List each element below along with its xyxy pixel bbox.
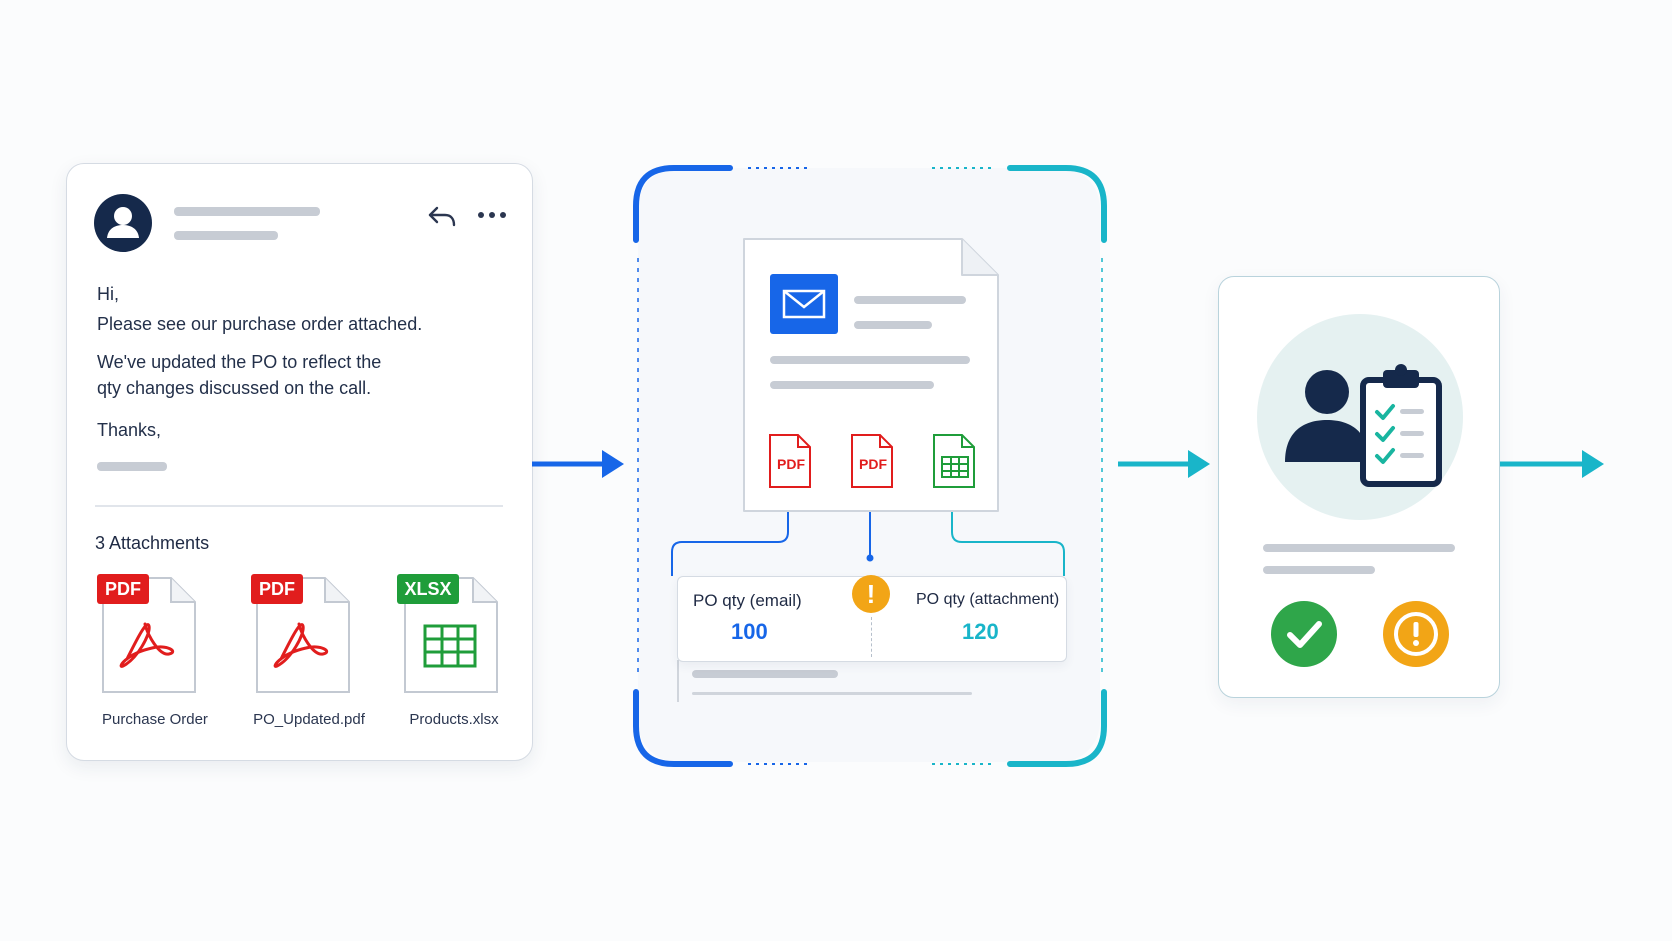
attachment-item[interactable]: XLSX <box>397 574 509 696</box>
review-text-placeholder <box>1263 566 1375 574</box>
parsed-document <box>743 238 999 512</box>
reply-icon[interactable] <box>427 204 457 228</box>
email-line-2a: We've updated the PO to reflect the <box>97 352 382 372</box>
sender-name-placeholder <box>174 207 320 216</box>
pdf-file-icon: PDF <box>777 456 805 472</box>
attachment-item[interactable]: PDF <box>97 574 207 696</box>
pdf-badge: PDF <box>251 574 303 604</box>
warning-flag-icon[interactable] <box>1383 601 1449 667</box>
sender-subject-placeholder <box>174 231 278 240</box>
review-card <box>1218 276 1500 698</box>
flow-arrow-icon <box>532 450 624 478</box>
divider <box>871 617 872 657</box>
xlsx-badge: XLSX <box>397 574 459 604</box>
approve-check-icon[interactable] <box>1271 601 1337 667</box>
sender-avatar-icon <box>94 194 152 252</box>
attachment-qty-value: 120 <box>962 619 999 644</box>
email-line-1: Please see our purchase order attached. <box>97 314 423 334</box>
flow-arrow-icon <box>1500 450 1604 478</box>
divider <box>95 505 503 507</box>
pdf-file-icon: PDF <box>859 456 887 472</box>
email-qty-value: 100 <box>731 619 768 644</box>
email-card: Hi, Please see our purchase order attach… <box>66 163 533 761</box>
signature-placeholder <box>97 462 167 471</box>
attachment-name: Purchase Order <box>102 711 208 728</box>
attachments-title: 3 Attachments <box>95 533 210 553</box>
email-line-2b: qty changes discussed on the call. <box>97 378 372 398</box>
flow-arrow-icon <box>1118 450 1210 478</box>
warning-icon: ! <box>852 575 890 613</box>
attachment-name: PO_Updated.pdf <box>253 711 365 728</box>
reviewer-clipboard-icon <box>1257 314 1463 520</box>
attachment-qty-label: PO qty (attachment) <box>916 591 1060 608</box>
email-qty-label: PO qty (email) <box>693 591 802 610</box>
review-text-placeholder <box>1263 544 1455 552</box>
pdf-badge: PDF <box>97 574 149 604</box>
email-signoff: Thanks, <box>97 420 162 440</box>
attachment-item[interactable]: PDF <box>251 574 361 696</box>
pdf-file-icon <box>256 577 350 693</box>
more-options-icon[interactable] <box>477 211 507 219</box>
attachment-name: Products.xlsx <box>409 711 499 728</box>
pdf-file-icon <box>102 577 196 693</box>
spreadsheet-file-icon <box>404 577 498 693</box>
email-greeting: Hi, <box>97 284 119 304</box>
qty-comparison-box: PO qty (email) 100 PO qty (attachment) 1… <box>677 576 1067 662</box>
